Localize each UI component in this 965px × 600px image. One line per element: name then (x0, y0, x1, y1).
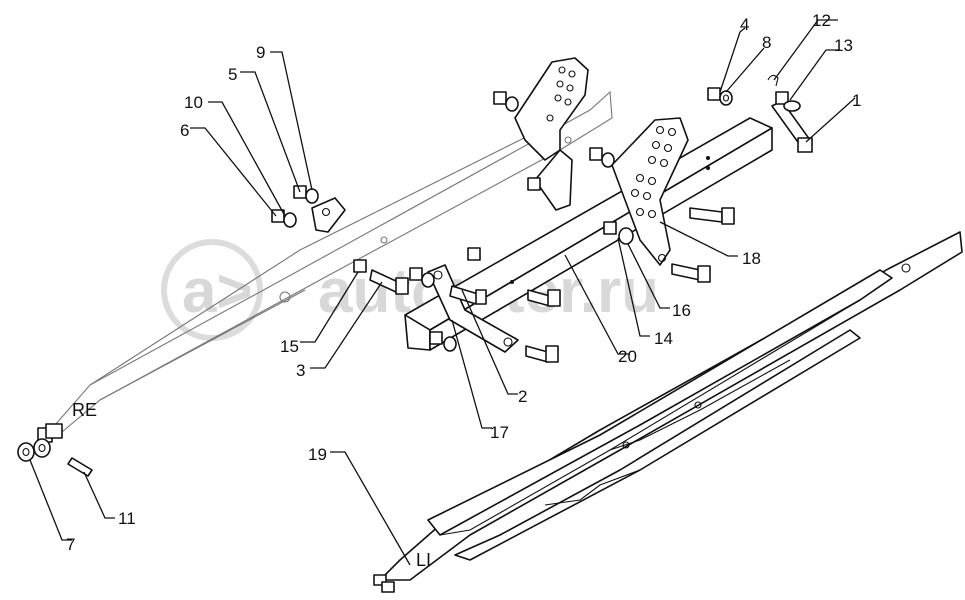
nut-upper-b (589, 147, 615, 168)
nut-15 (353, 259, 367, 273)
callout-4: 4 (740, 15, 749, 34)
callout-12: 12 (812, 11, 831, 30)
ghost-frame-right (54, 90, 613, 433)
bolt-mid (527, 289, 561, 307)
callout-10: 10 (184, 93, 203, 112)
callout-8: 8 (762, 33, 771, 52)
nut-mid-a (467, 247, 481, 261)
bolts (369, 91, 813, 363)
side-label-left: LI (416, 550, 431, 570)
washer-7 (17, 442, 35, 462)
nuts-and-washers (17, 74, 779, 477)
callout-3: 3 (296, 361, 305, 380)
upper-bracket (514, 57, 589, 211)
bolt-13 (775, 91, 801, 112)
nut-16 (603, 221, 634, 245)
nut-9 (293, 185, 319, 204)
callout-18: 18 (742, 249, 761, 268)
nut-6 (271, 209, 297, 228)
bolt-low (525, 345, 559, 363)
callout-20: 20 (618, 347, 637, 366)
callout-1: 1 (852, 91, 861, 110)
callout-5: 5 (228, 65, 237, 84)
bolt-center (689, 207, 735, 225)
bolt-3 (369, 269, 409, 295)
bolt-lower-right (671, 263, 711, 283)
nut-upper-a (493, 91, 519, 112)
washer-8 (719, 90, 733, 106)
link-2 (427, 264, 519, 353)
callout-9: 9 (256, 43, 265, 62)
washer-7b (33, 438, 51, 458)
callout-15: 15 (280, 337, 299, 356)
nut-4 (707, 87, 721, 101)
callout-19: 19 (308, 445, 327, 464)
callout-13: 13 (834, 36, 853, 55)
nut-mid-b (409, 267, 435, 288)
lower-frame-left (373, 231, 963, 593)
split-pin-12 (767, 74, 779, 87)
side-label-right: RE (72, 400, 97, 420)
small-bracket (311, 197, 346, 233)
leader-lines (29, 19, 856, 566)
callout-14: 14 (654, 329, 673, 348)
callout-16: 16 (672, 301, 691, 320)
nut-upper-c (527, 177, 541, 191)
bracket-18-holes (630, 125, 677, 263)
callout-labels: 1 2 3 4 5 6 7 8 9 10 11 12 13 14 15 16 1… (66, 11, 861, 554)
nut-link-low (429, 331, 457, 352)
callout-11: 11 (118, 509, 136, 528)
callout-7: 7 (66, 535, 75, 554)
watermark-mark: a> (182, 257, 253, 326)
callout-17: 17 (490, 423, 509, 442)
callout-2: 2 (518, 387, 527, 406)
callout-6: 6 (180, 121, 189, 140)
pin-11 (67, 457, 93, 477)
